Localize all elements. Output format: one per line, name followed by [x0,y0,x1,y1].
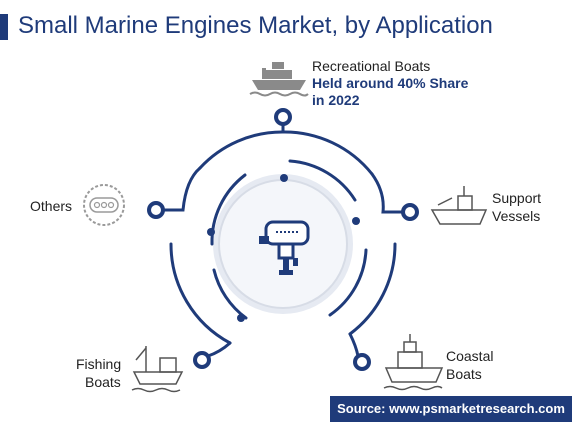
recreational-label: Recreational Boats [312,58,431,74]
others-label: Others [30,198,73,214]
page-title: Small Marine Engines Market, by Applicat… [18,12,493,39]
node-others [147,201,165,219]
coastal-label-1: Coastal [446,348,494,364]
fishing-label-1: Fishing [76,356,122,372]
connector-bottom-right [348,332,360,358]
source-banner: Source: www.psmarketresearch.com [330,396,572,422]
outer-arc-bottom-left [169,242,232,345]
recreational-boat-icon [249,62,309,97]
title-accent-bar [0,14,8,40]
node-support [401,203,419,221]
node-fishing [193,351,211,369]
dot-top [280,174,288,182]
connector-left [163,166,202,212]
outboard-engine-icon [259,220,310,275]
support-label-2: Vessels [492,208,541,224]
connector-right [370,172,405,214]
outer-arc-top-left [198,130,285,170]
node-coastal [353,353,371,371]
fishing-boat-icon [131,346,184,393]
recreational-share: Held around 40% Share [312,75,469,91]
coastal-label-2: Boats [446,366,482,382]
dot-left [207,228,215,236]
dot-bottom [237,314,245,322]
others-icon [83,184,125,226]
coastal-boat-icon [383,334,444,391]
inner-arc-right [328,248,368,317]
node-recreational [274,108,292,126]
outer-arc-bottom-right [348,242,397,336]
fishing-label-2: Boats [85,374,121,390]
connector-bottom-left [206,341,232,358]
dot-right [352,217,360,225]
support-vessel-icon [430,186,488,225]
support-label-1: Support [492,190,542,206]
outer-arc-top-right [281,130,374,176]
recreational-year: in 2022 [312,92,360,108]
inner-arc-top [288,159,357,202]
